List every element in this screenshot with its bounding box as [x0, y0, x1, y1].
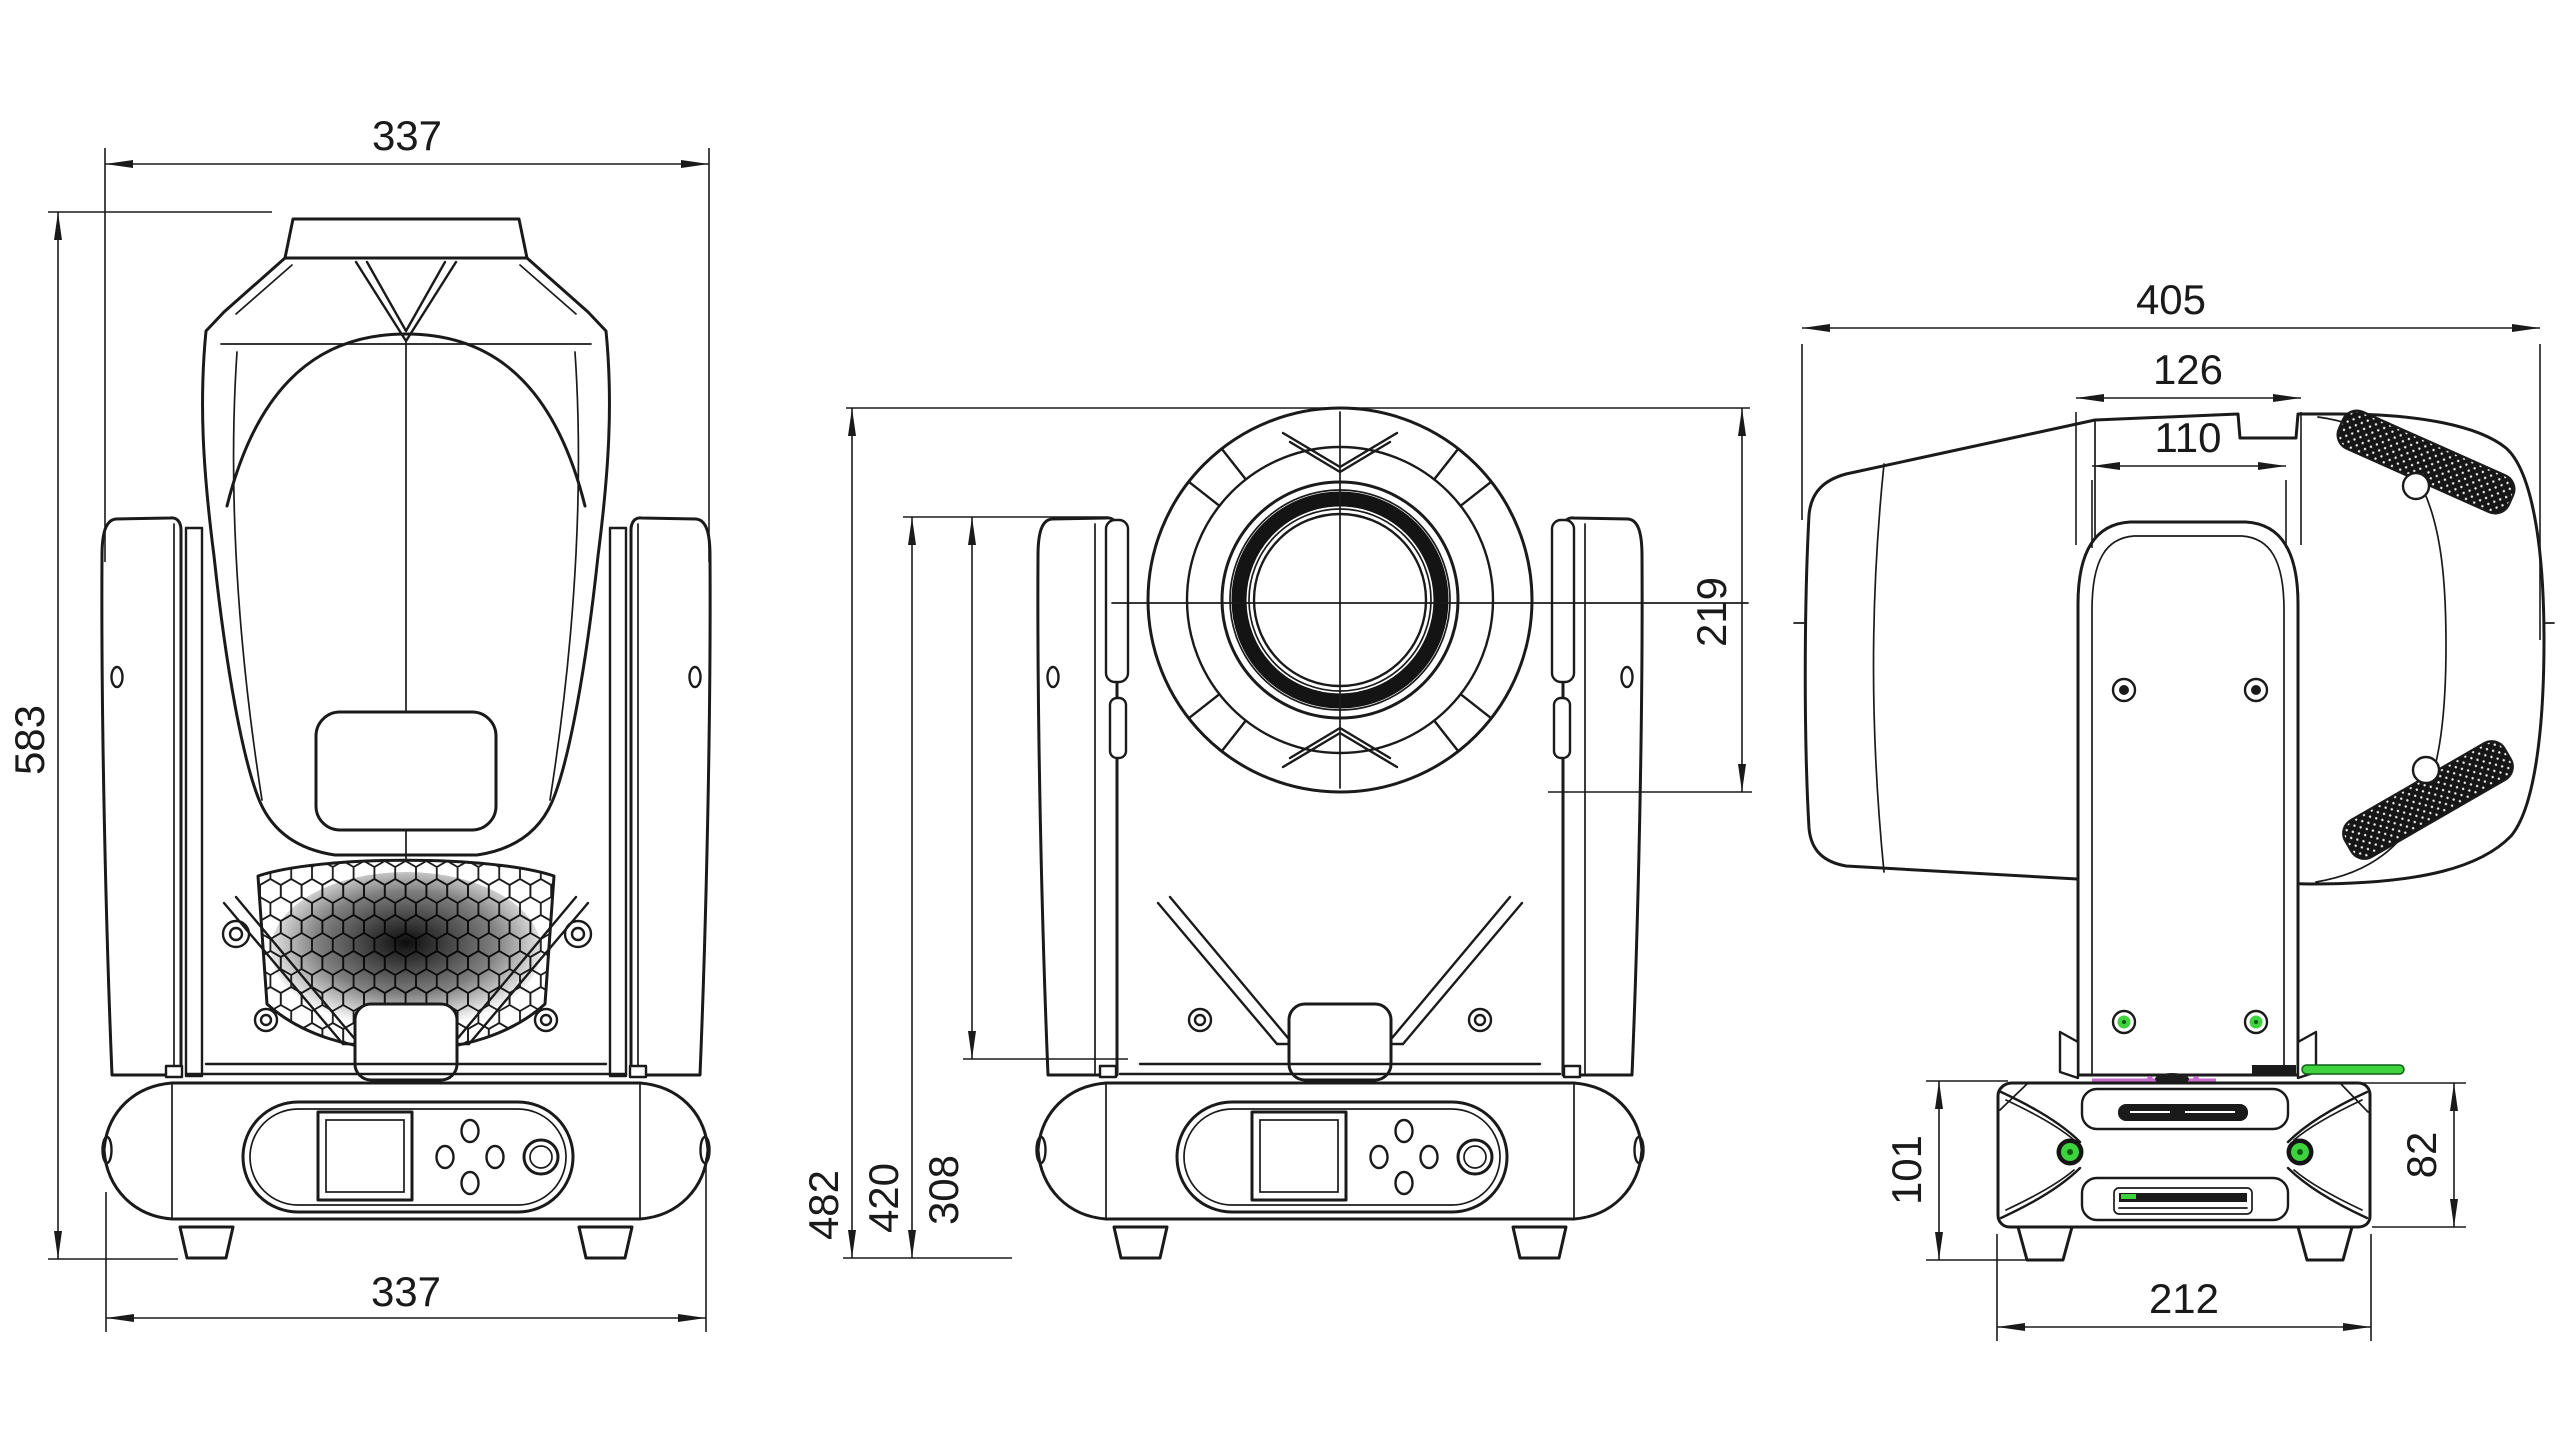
head-top-cap — [283, 217, 529, 260]
handle-screw-bottom — [2411, 755, 2441, 785]
dim-front-height: 583 — [6, 705, 53, 775]
yoke-screw-green-right — [2243, 1009, 2269, 1035]
yoke-screw-top-left — [2111, 677, 2137, 703]
grille-screw-right — [563, 919, 593, 949]
dimensions-head-on-view: 482 420 308 219 — [800, 407, 1752, 1259]
foot — [1112, 1225, 1169, 1260]
power-indicator-left — [2056, 1138, 2084, 1166]
front-view: 337 583 337 — [6, 112, 712, 1332]
yoke-arm-left — [100, 516, 183, 1077]
foot — [2016, 1225, 2074, 1262]
dimensions-front-view: 337 583 337 — [6, 112, 710, 1332]
menu-buttons — [1369, 1118, 1439, 1196]
handle-grip-bottom — [2342, 740, 2514, 860]
jog-knob — [1456, 1138, 1494, 1176]
handle-screw-top — [2401, 471, 2431, 501]
head-dome-arc — [225, 332, 587, 508]
arm-screw-left — [110, 665, 124, 689]
yoke-screw-green-left — [2111, 1009, 2137, 1035]
dimensions-side-view: 405 126 110 101 82 212 — [1801, 276, 2541, 1341]
fork-screw-right — [533, 1007, 559, 1033]
dim-front-width-bottom: 337 — [371, 1268, 441, 1315]
dim-front-width-top: 337 — [372, 112, 442, 159]
power-indicator-right — [2286, 1138, 2314, 1166]
dim-base-body-height: 82 — [2398, 1132, 2445, 1179]
dim-base-depth: 212 — [2149, 1275, 2219, 1322]
fork-screw-left — [1187, 1007, 1213, 1033]
dim-base-height-with-feet: 101 — [1883, 1135, 1930, 1205]
carry-handle-slot — [2118, 1104, 2248, 1121]
grille-screw-left — [221, 919, 251, 949]
side-view: 405 126 110 101 82 212 — [1793, 276, 2555, 1341]
dim-yoke-outer-width: 126 — [2153, 346, 2223, 393]
dim-overall-depth: 405 — [2136, 276, 2206, 323]
yoke-arm-right — [629, 516, 712, 1077]
arm-screw-right — [688, 665, 702, 689]
head-label-plate — [314, 710, 498, 832]
pan-pivot-cover — [1287, 1002, 1393, 1082]
lcd-screen — [316, 1110, 414, 1202]
green-level-indicator — [2301, 1064, 2405, 1075]
lcd-screen — [1250, 1110, 1348, 1202]
pan-pivot-cover — [353, 1002, 459, 1082]
yoke-arm-side — [2076, 520, 2300, 1077]
foot — [178, 1225, 235, 1260]
foot — [2296, 1225, 2354, 1262]
menu-buttons — [435, 1118, 505, 1196]
dim-yoke-height: 420 — [860, 1163, 907, 1233]
dim-yoke-inner-width: 110 — [2155, 414, 2222, 461]
fork-screw-left — [253, 1007, 279, 1033]
yoke-screw-top-right — [2243, 677, 2269, 703]
foot — [1511, 1225, 1568, 1260]
dim-yoke-to-base: 308 — [920, 1155, 967, 1225]
dim-overall-height: 482 — [800, 1170, 847, 1240]
honeycomb-grille — [256, 858, 556, 1052]
fork-screw-right — [1467, 1007, 1493, 1033]
jog-knob — [522, 1138, 560, 1176]
dim-head-height: 219 — [1688, 577, 1735, 647]
foot — [577, 1225, 634, 1260]
head-on-view: 482 420 308 219 — [800, 406, 1752, 1260]
